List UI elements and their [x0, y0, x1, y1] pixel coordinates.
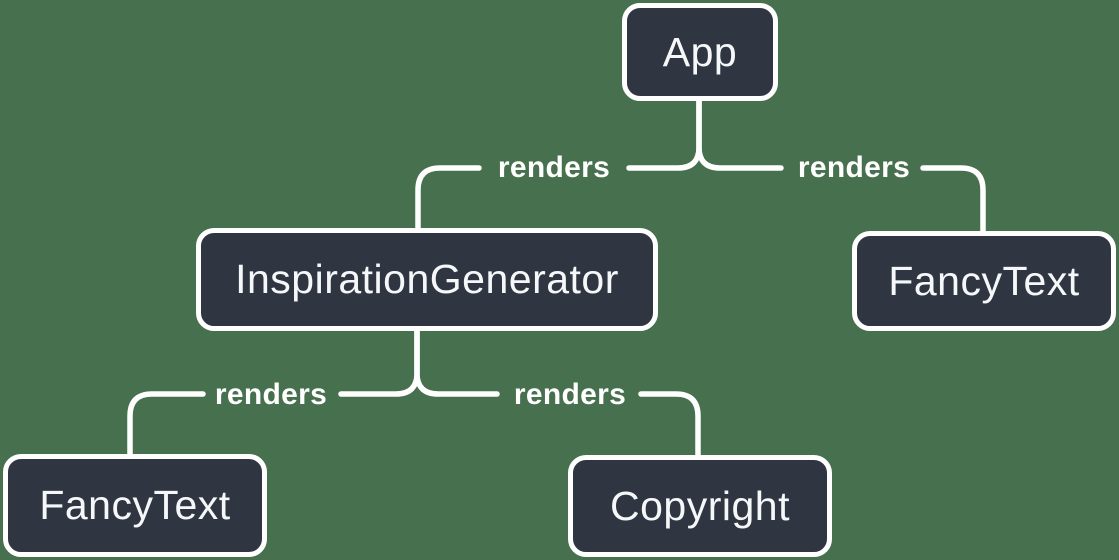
node-copyright: Copyright: [568, 455, 832, 557]
node-fancy-text-left: FancyText: [3, 454, 267, 557]
edge-inspiration-copyright-fork: [414, 326, 500, 397]
edge-app-inspiration-drop: [415, 165, 482, 232]
edge-app-fancytext-drop: [920, 165, 986, 235]
edge-app-inspiration-fork: [626, 98, 702, 171]
node-inspiration-generator: InspirationGenerator: [196, 228, 658, 331]
edge-label-renders: renders: [497, 151, 611, 184]
node-fancy-text-left-label: FancyText: [39, 482, 231, 528]
edge-app-fancytext-fork: [696, 98, 784, 171]
node-fancy-text-right-label: FancyText: [888, 257, 1080, 304]
edge-inspiration-fancytext-fork: [338, 326, 420, 397]
node-app: App: [622, 3, 778, 101]
node-fancy-text-right: FancyText: [852, 231, 1116, 331]
edge-label-renders: renders: [797, 151, 911, 184]
edge-label-renders: renders: [214, 378, 328, 411]
node-inspiration-generator-label: InspirationGenerator: [235, 256, 619, 302]
node-app-label: App: [662, 28, 738, 75]
edge-label-renders: renders: [513, 378, 627, 411]
node-copyright-label: Copyright: [610, 482, 790, 529]
edge-inspiration-copyright-drop: [638, 391, 701, 459]
edge-inspiration-fancytext-drop: [127, 391, 206, 458]
